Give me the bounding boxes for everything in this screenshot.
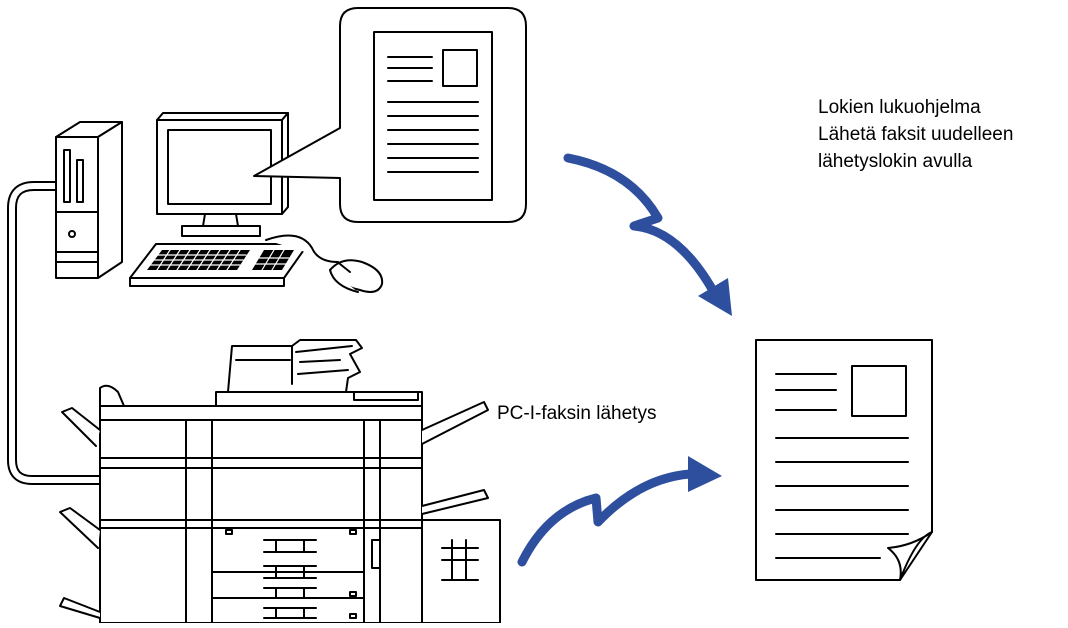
pc-mouse	[265, 234, 384, 293]
resend-label-line-3: lähetyslokin avulla	[818, 151, 973, 172]
pc-monitor	[156, 112, 289, 237]
mfp-printer	[59, 339, 501, 624]
pc-tower	[55, 121, 123, 279]
network-cable	[7, 181, 105, 485]
pc-fax-label: PC-I-faksin lähetys	[497, 403, 657, 424]
pc-fax-arrow	[517, 456, 722, 567]
document-callout	[253, 7, 527, 223]
resend-arrow	[563, 153, 732, 316]
output-fax-document	[755, 339, 933, 581]
resend-label-line-2: Lähetä faksit uudelleen	[818, 124, 1014, 145]
pc-keyboard	[129, 243, 309, 287]
resend-label: Lokien lukuohjelma Lähetä faksit uudelle…	[818, 94, 1013, 175]
resend-label-line-1: Lokien lukuohjelma	[818, 97, 981, 118]
